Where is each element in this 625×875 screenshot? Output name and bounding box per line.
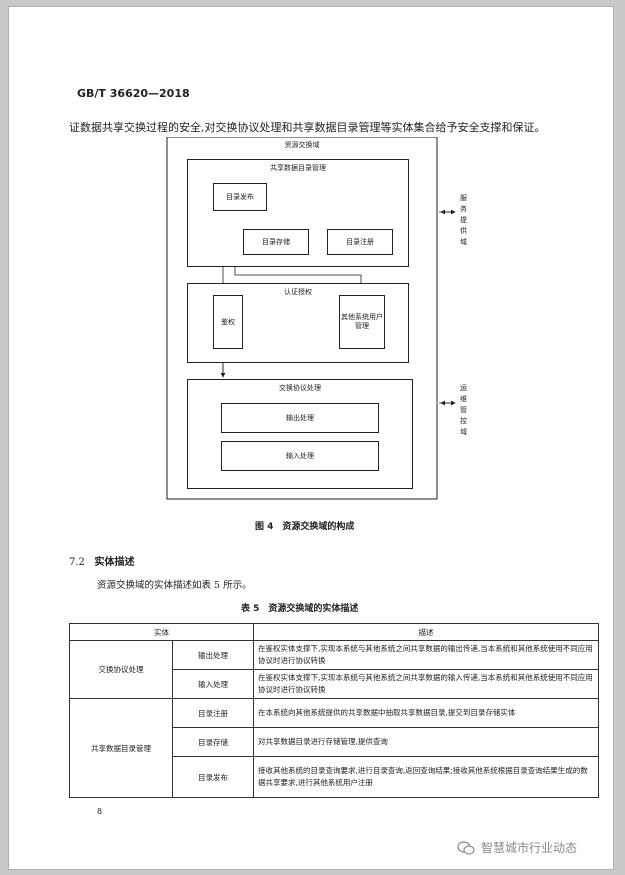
section-text: 资源交换域的实体描述如表 5 所示。	[97, 580, 252, 591]
resource-exchange-diagram: 资源交换域 共享数据目录管理 目录发布 目录存储 目录注册 认证授权 鉴权 其他…	[139, 137, 479, 509]
exchange-protocol-box: 交换协议处理	[187, 379, 413, 489]
entity-desc-cell: 在鉴权实体支撑下,实现本系统与其他系统之间共享数据的输出传递,当本系统和其他系统…	[253, 640, 599, 670]
watermark-text: 智慧城市行业动态	[481, 841, 578, 855]
entity-name-cell: 目录发布	[172, 756, 254, 798]
document-page: GB/T 36620—2018 证数据共享交换过程的安全,对交换协议处理和共享数…	[8, 6, 614, 870]
ops-domain-label: 运维管控域	[460, 384, 467, 436]
input-processing-box: 输入处理	[221, 441, 379, 471]
table-row: 交换协议处理 输出处理 在鉴权实体支撑下,实现本系统与其他系统之间共享数据的输出…	[69, 640, 599, 699]
service-domain-label: 服务提供域	[460, 194, 467, 246]
table-header-row: 实体 描述	[69, 623, 599, 641]
table-row: 输入处理 在鉴权实体支撑下,实现本系统与其他系统之间共享数据的输入传递,当本系统…	[70, 669, 599, 699]
catalog-management-title: 共享数据目录管理	[270, 164, 326, 172]
section-heading: 7.2 实体描述	[69, 553, 134, 568]
table-caption: 表 5 资源交换域的实体描述	[241, 604, 359, 614]
wechat-icon	[457, 840, 475, 855]
catalog-publish-box: 目录发布	[213, 183, 267, 211]
entity-desc-cell: 对共享数据目录进行存储管理,提供查询	[253, 727, 599, 757]
table-row: 目录存储 对共享数据目录进行存储管理,提供查询	[70, 727, 599, 757]
entity-desc-cell: 在鉴权实体支撑下,实现本系统与其他系统之间共享数据的输入传递,当本系统和其他系统…	[253, 669, 599, 699]
other-system-user-box: 其他系统用户管理	[339, 295, 385, 349]
table-row: 目录发布 接收其他系统的目录查询要求,进行目录查询,返回查询结果;接收其他系统根…	[70, 756, 599, 798]
watermark: 智慧城市行业动态	[457, 839, 577, 856]
entity-table: 实体 描述 交换协议处理 输出处理 在鉴权实体支撑下,实现本系统与其他系统之间共…	[69, 623, 599, 798]
table-header-desc: 描述	[253, 623, 599, 641]
entity-desc-cell: 在本系统向其他系统提供的共享数据中抽取共享数据目录,提交到目录存储实体	[253, 698, 599, 728]
catalog-store-box: 目录存储	[243, 229, 309, 255]
table-row: 共享数据目录管理 目录注册 在本系统向其他系统提供的共享数据中抽取共享数据目录,…	[69, 698, 599, 798]
entity-name-cell: 输入处理	[172, 669, 254, 699]
entity-desc-cell: 接收其他系统的目录查询要求,进行目录查询,返回查询结果;接收其他系统根据目录查询…	[253, 756, 599, 798]
exchange-protocol-title: 交换协议处理	[279, 384, 321, 392]
outer-domain-title: 资源交换域	[284, 141, 320, 149]
figure-caption: 图 4 资源交换域的构成	[255, 522, 355, 532]
intro-paragraph: 证数据共享交换过程的安全,对交换协议处理和共享数据目录管理等实体集合给予安全支撑…	[69, 121, 546, 134]
page-number: 8	[97, 807, 103, 816]
auth-title: 认证授权	[284, 288, 312, 296]
entity-name-cell: 目录注册	[172, 698, 254, 728]
entity-group-cell: 共享数据目录管理	[69, 698, 173, 798]
standard-header: GB/T 36620—2018	[77, 87, 190, 100]
entity-group-cell: 交换协议处理	[69, 640, 173, 699]
output-processing-box: 输出处理	[221, 403, 379, 433]
section-number: 7.2	[69, 557, 85, 568]
entity-name-cell: 输出处理	[172, 640, 254, 670]
auth-check-box: 鉴权	[213, 295, 243, 349]
entity-name-cell: 目录存储	[172, 727, 254, 757]
catalog-register-box: 目录注册	[327, 229, 393, 255]
section-title: 实体描述	[94, 557, 135, 568]
table-header-entity: 实体	[69, 623, 254, 641]
